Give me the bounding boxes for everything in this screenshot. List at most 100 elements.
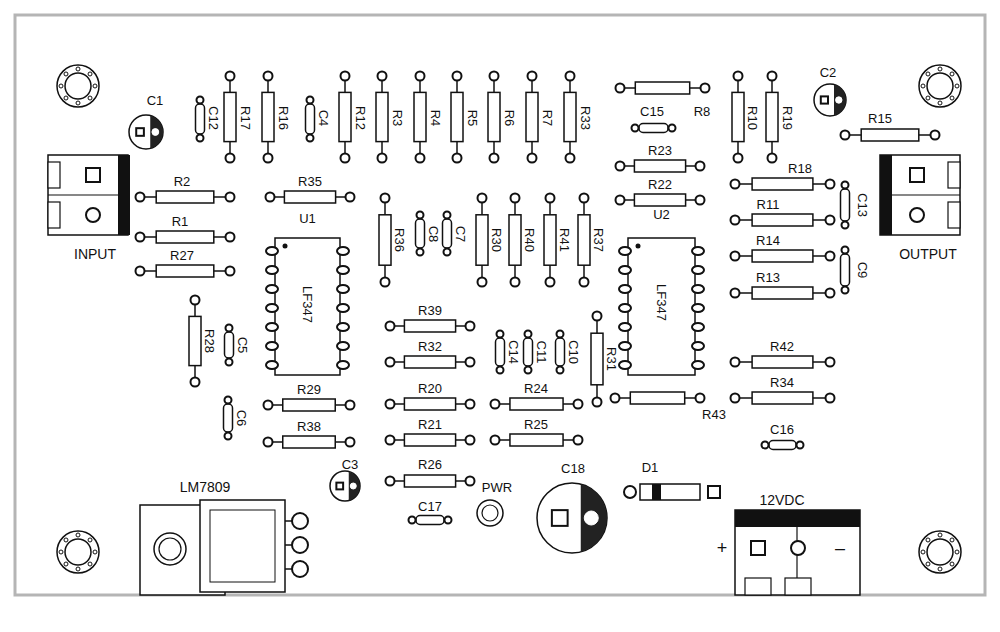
solder-pad <box>701 84 710 93</box>
solder-pad <box>341 72 350 81</box>
solder-pad <box>546 278 555 287</box>
solder-pad <box>386 322 395 331</box>
resistor-symbol <box>578 215 590 265</box>
solder-pad <box>731 394 740 403</box>
terminal-block <box>48 194 118 195</box>
solder-pad <box>593 398 602 407</box>
resistor-symbol <box>564 92 576 141</box>
mounting-hole <box>950 538 954 542</box>
solder-pad <box>381 194 390 203</box>
resistor-symbol <box>404 434 455 446</box>
resistor-symbol <box>630 392 684 404</box>
mounting-hole <box>76 567 80 571</box>
solder-pad <box>768 154 777 163</box>
ic-pin <box>337 247 349 255</box>
solder-pad <box>731 252 740 261</box>
solder-pad <box>453 72 462 81</box>
resistor-symbol <box>509 215 521 265</box>
mounting-hole <box>950 562 954 566</box>
part-label: R25 <box>524 418 548 431</box>
mounting-hole <box>921 550 925 554</box>
part-label: C15 <box>640 105 664 118</box>
capacitor-symbol <box>639 124 668 133</box>
part-label: C3 <box>342 458 359 471</box>
mounting-hole <box>938 101 942 105</box>
solder-pad <box>197 135 204 142</box>
resistor-symbol <box>156 191 214 203</box>
part-label: C11 <box>535 341 548 364</box>
part-label: 12VDC <box>759 493 804 507</box>
mounting-hole <box>926 562 930 566</box>
solder-pad <box>580 278 589 287</box>
mounting-hole <box>93 550 97 554</box>
part-label: R39 <box>418 304 442 317</box>
part-label: LM7809 <box>180 480 231 494</box>
solder-pad <box>546 194 555 203</box>
capacitor-symbol <box>443 219 452 248</box>
ic-pin <box>337 342 349 350</box>
mounting-hole <box>955 84 959 88</box>
solder-pad <box>417 249 424 256</box>
mounting-hole <box>919 65 961 107</box>
solder-pad <box>557 331 564 338</box>
solder-pad <box>466 400 475 409</box>
resistor-symbol <box>156 231 214 243</box>
part-label: R18 <box>788 162 812 175</box>
solder-pad <box>191 378 200 387</box>
solder-pad <box>731 180 740 189</box>
part-label: R31 <box>605 347 618 371</box>
solder-pad <box>593 312 602 321</box>
capacitor-symbol <box>556 338 565 366</box>
part-label: R1 <box>172 215 189 228</box>
solder-pad <box>566 72 575 81</box>
part-label: C18 <box>561 462 585 475</box>
mounting-hole <box>919 531 961 573</box>
part-label: R40 <box>523 228 536 252</box>
solder-pad <box>696 394 705 403</box>
solder-pad <box>836 97 842 103</box>
mounting-hole <box>76 533 80 537</box>
solder-pad <box>445 517 452 524</box>
part-label: R15 <box>868 112 892 125</box>
solder-pad <box>734 154 743 163</box>
mounting-hole <box>926 72 930 76</box>
terminal-block <box>48 202 60 228</box>
solder-pad <box>191 296 200 305</box>
ic-package: U2LF347 <box>616 208 707 375</box>
part-label: R35 <box>298 175 322 188</box>
ic-pin <box>692 266 704 274</box>
pin1-dot <box>283 244 288 249</box>
ic-pin <box>266 266 278 274</box>
terminal-block <box>48 162 60 188</box>
capacitor-symbol <box>196 104 205 134</box>
part-label: R20 <box>418 382 442 395</box>
resistor-symbol <box>752 356 813 368</box>
ic-pin <box>619 342 631 350</box>
led-symbol <box>477 500 503 526</box>
part-label: C14 <box>507 340 520 364</box>
resistor-symbol <box>752 250 813 262</box>
mounting-hole <box>65 73 91 99</box>
capacitor-symbol <box>225 332 234 358</box>
solder-pad <box>307 135 314 142</box>
solder-pad <box>346 401 355 410</box>
part-label: R22 <box>648 178 672 191</box>
part-label: R13 <box>756 271 780 284</box>
electrolytic-capacitor <box>129 115 163 149</box>
resistor-symbol <box>635 82 689 94</box>
mounting-hole <box>59 84 63 88</box>
solder-pad <box>378 72 387 81</box>
solder-pad <box>826 289 835 298</box>
mounting-hole <box>64 538 68 542</box>
resistor-symbol <box>752 287 813 299</box>
part-label: R27 <box>170 249 194 262</box>
resistor-symbol <box>634 194 685 206</box>
part-label: OUTPUT <box>899 247 957 261</box>
mounting-hole <box>950 96 954 100</box>
capacitor-symbol <box>524 338 533 366</box>
part-label: C13 <box>856 193 869 217</box>
solder-pad <box>341 154 350 163</box>
ic-pin <box>266 323 278 331</box>
solder-pad <box>416 72 425 81</box>
